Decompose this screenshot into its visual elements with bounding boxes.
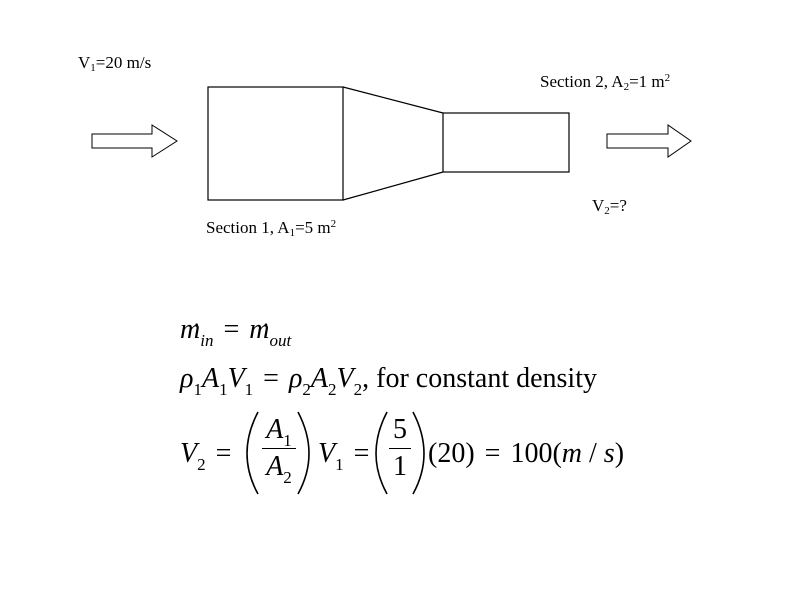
inlet-velocity-label: V1=20 m/s	[78, 53, 152, 74]
left-paren-frac2	[375, 411, 388, 495]
taper-bottom-edge	[342, 171, 444, 201]
area-ratio-fraction: A1 A2	[262, 414, 296, 487]
area-ratio-denominator: A2	[266, 451, 292, 487]
section-2-label: Section 2, A2=1 m2	[540, 72, 671, 93]
section-2-pipe	[442, 112, 570, 173]
right-paren-frac2	[412, 411, 425, 495]
outlet-velocity-label: V2=?	[592, 196, 627, 217]
mass-balance-equation: m·in=m·out	[180, 312, 292, 350]
right-paren-frac1	[297, 411, 310, 495]
velocity-v2-lhs: V2=	[180, 438, 232, 474]
numeric-ratio-fraction: 5 1	[389, 416, 411, 481]
inlet-flow-arrow	[91, 124, 178, 158]
velocity-result: (20)=100(m / s)	[428, 438, 625, 469]
left-paren-frac1	[246, 411, 259, 495]
velocity-v1-term: V1=	[318, 438, 370, 474]
area-ratio-numerator: A1	[266, 414, 292, 450]
taper-top-edge	[342, 86, 444, 114]
section-1-pipe	[207, 86, 344, 201]
section-1-label: Section 1, A1=5 m2	[206, 218, 337, 239]
continuity-equation: ρ1A1V1=ρ2A2V2, for constant density	[180, 363, 597, 399]
outlet-flow-arrow	[606, 124, 692, 158]
